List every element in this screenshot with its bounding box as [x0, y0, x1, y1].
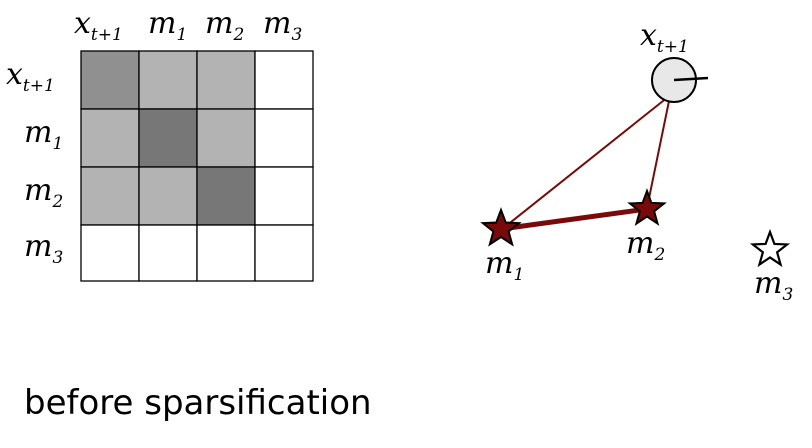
matrix-cell-3-3	[254, 224, 314, 282]
landmark-star-m3-icon	[749, 228, 791, 268]
edge-x-m1	[500, 96, 669, 231]
node-label-m1: m1	[485, 246, 524, 285]
landmark-star-m1-icon	[480, 207, 522, 247]
matrix-cell-2-0	[80, 166, 140, 226]
matrix-cell-1-2	[196, 108, 256, 168]
column-label-1: m1	[148, 6, 187, 45]
matrix-cell-0-2	[196, 50, 256, 110]
matrix-cell-0-3	[254, 50, 314, 110]
column-label-2: m2	[205, 6, 244, 45]
row-label-0: xt+1	[6, 57, 55, 96]
row-label-1: m1	[24, 115, 63, 154]
row-label-2: m2	[24, 173, 63, 212]
column-label-0: xt+1	[74, 6, 123, 45]
node-label-m2: m2	[626, 226, 665, 265]
matrix-row-labels: xt+1 m1 m2 m3	[6, 57, 63, 268]
edge-m1-m2	[498, 206, 650, 232]
factor-graph-labels: xt+1 m1 m2 m3	[485, 18, 793, 305]
landmark-star-m2-icon	[627, 188, 667, 226]
matrix-cell-2-1	[138, 166, 198, 226]
node-label-m3: m3	[754, 266, 793, 305]
row-label-3: m3	[24, 229, 63, 268]
matrix-cell-3-2	[196, 224, 256, 282]
pose-node-x	[651, 57, 709, 103]
information-matrix	[80, 50, 314, 282]
matrix-cell-2-2	[196, 166, 256, 226]
factor-graph-edges	[498, 96, 670, 232]
edge-x-m2	[646, 100, 670, 209]
matrix-cell-3-0	[80, 224, 140, 282]
diagram-caption: before sparsification	[24, 383, 372, 423]
matrix-cell-0-0	[80, 50, 140, 110]
factor-graph-nodes	[480, 57, 791, 268]
matrix-cell-0-1	[138, 50, 198, 110]
matrix-cell-2-3	[254, 166, 314, 226]
matrix-cell-1-0	[80, 108, 140, 168]
matrix-cell-3-1	[138, 224, 198, 282]
matrix-cell-1-3	[254, 108, 314, 168]
matrix-column-labels: xt+1 m1 m2 m3	[74, 6, 302, 45]
column-label-3: m3	[263, 6, 302, 45]
matrix-cell-1-1	[138, 108, 198, 168]
node-label-x: xt+1	[640, 18, 689, 57]
pose-heading-icon	[673, 76, 709, 82]
